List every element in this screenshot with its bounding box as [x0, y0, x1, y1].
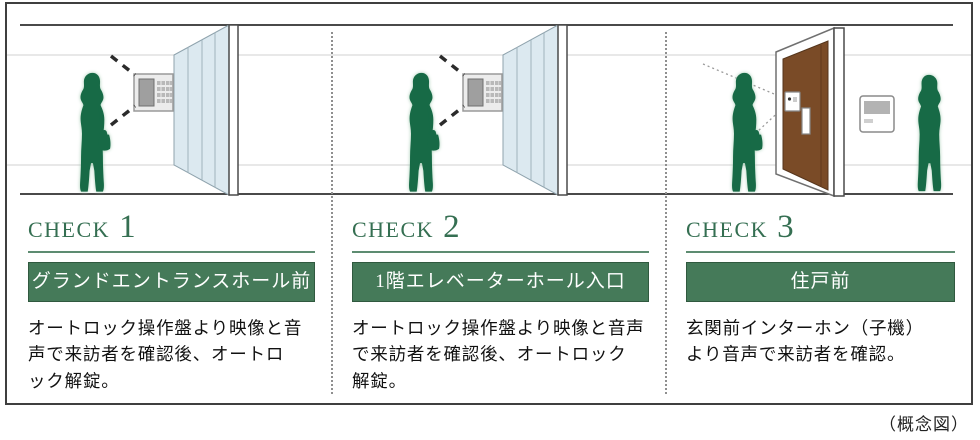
panel-divider: [331, 32, 333, 394]
view-dashes-icon: [438, 54, 466, 127]
resident-silhouette-icon: [917, 74, 942, 192]
visitor-silhouette-icon: [409, 72, 440, 192]
panel-check-2: CHECK 2 1階エレベーターホール入口 オートロック操作盤より映像と音声 で…: [331, 4, 665, 403]
description-text: オートロック操作盤より映像と音 声で来訪者を確認後、オートロ ック解錠。: [28, 318, 303, 391]
entrance-hall-illustration: [7, 24, 331, 196]
location-bar: 住戸前: [686, 262, 955, 302]
door-handle-icon: [801, 107, 811, 135]
elevator-hall-illustration: [331, 24, 665, 196]
check-number: 2: [443, 209, 460, 245]
panel-check-3: CHECK 3 住戸前 玄関前インターホン（子機） より音声で来訪者を確認。: [665, 4, 971, 403]
door-intercom-icon: [784, 91, 801, 112]
conceptual-diagram-note: （概念図）: [879, 415, 969, 434]
interphone-icon: [859, 95, 895, 133]
check-heading: CHECK 3: [686, 211, 955, 253]
panel-check-1: CHECK 1 グランドエントランスホール前 オートロック操作盤より映像と音 声…: [7, 4, 331, 403]
glass-door-icon: [173, 24, 239, 196]
check-label: CHECK: [352, 217, 435, 242]
autolock-panel-icon: [109, 54, 174, 127]
check-label: CHECK: [686, 217, 769, 242]
panel-divider: [665, 32, 667, 394]
check-number: 3: [777, 209, 794, 245]
check-label: CHECK: [28, 217, 111, 242]
dwelling-door-illustration: [665, 24, 971, 197]
check-heading: CHECK 2: [352, 211, 649, 253]
view-dashes-icon: [109, 54, 137, 127]
location-bar: 1階エレベーターホール入口: [352, 262, 649, 302]
check-heading: CHECK 1: [28, 211, 315, 253]
description-text: 玄関前インターホン（子機） より音声で来訪者を確認。: [686, 318, 924, 365]
security-diagram-board: CHECK 1 グランドエントランスホール前 オートロック操作盤より映像と音 声…: [5, 2, 973, 405]
glass-door-icon: [502, 24, 568, 196]
visitor-silhouette-icon: [80, 72, 111, 192]
location-bar: グランドエントランスホール前: [28, 262, 315, 302]
autolock-panel-icon: [438, 54, 503, 127]
description-text: オートロック操作盤より映像と音声 で来訪者を確認後、オートロック 解錠。: [352, 318, 645, 391]
check-number: 1: [119, 209, 136, 245]
visitor-silhouette-icon: [732, 72, 763, 192]
